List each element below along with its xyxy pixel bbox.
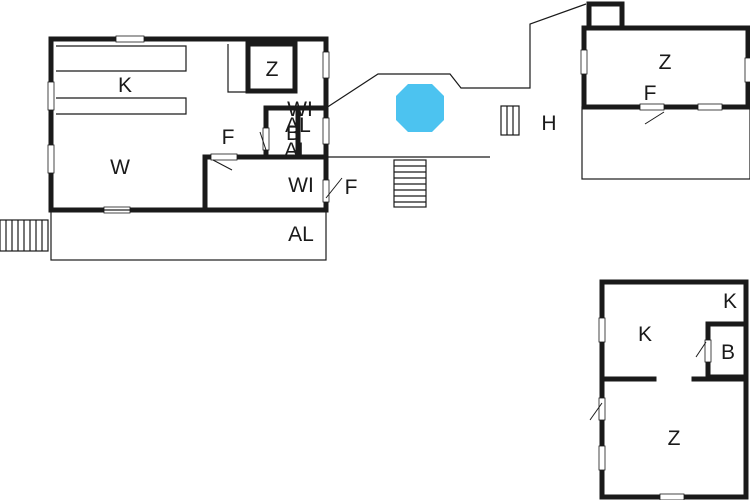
bath-door-swing xyxy=(259,131,267,151)
window-north xyxy=(115,35,145,43)
annex-window-east xyxy=(744,57,750,83)
annex: Z F xyxy=(580,1,750,180)
entry-door-swing xyxy=(325,177,343,199)
window-east-lower xyxy=(322,117,330,145)
bath-door-gap xyxy=(262,127,270,151)
label-main-toilet-lower: WI xyxy=(288,174,314,197)
label-main-living: W xyxy=(110,156,130,179)
cabin-entry-door-gap xyxy=(598,397,606,421)
annex-window-south xyxy=(697,103,723,111)
hall-door-swing xyxy=(212,159,233,171)
label-annex-hall: F xyxy=(644,82,657,105)
hall-partition xyxy=(202,154,329,210)
cabin-window-south xyxy=(659,493,685,500)
cabin-outer-wall xyxy=(599,279,749,500)
window-east-upper xyxy=(322,51,330,79)
label-main-utility-lower: AL xyxy=(284,139,310,162)
label-terrace: H xyxy=(541,112,556,135)
cabin: K K B Z xyxy=(589,279,749,500)
entry-door-gap xyxy=(322,179,330,203)
covered-porch: AL xyxy=(0,209,327,261)
cabin-window-west-lower xyxy=(598,445,606,471)
cabin-bath-door-swing xyxy=(695,341,707,358)
label-main-bedroom: Z xyxy=(266,58,279,81)
label-main-bath: B xyxy=(286,122,300,145)
label-cabin-bath: B xyxy=(721,341,735,364)
annex-door-gap xyxy=(639,103,665,111)
label-main-entry: F xyxy=(345,176,358,199)
label-cabin-kitchen-small: K xyxy=(723,290,737,313)
kitchen-counter-lower xyxy=(56,97,187,115)
cabin-bath-door-gap xyxy=(704,339,712,363)
label-cabin-bedroom: Z xyxy=(668,427,681,450)
label-covered-porch: AL xyxy=(288,223,314,246)
hall-door-gap xyxy=(210,153,238,161)
annex-hall-outline xyxy=(581,106,750,180)
annex-window-west xyxy=(580,49,588,75)
label-main-utility-upper: AL xyxy=(285,114,311,137)
label-cabin-kitchen: K xyxy=(638,323,652,346)
wardrobe-outline xyxy=(227,44,246,93)
terrace-outline xyxy=(325,3,587,109)
terrace: H xyxy=(325,3,587,208)
annex-door-swing xyxy=(644,111,665,125)
pool xyxy=(396,84,444,132)
label-annex-bedroom: Z xyxy=(659,51,672,74)
main-house: K W F Z WI AL B AL WI F xyxy=(47,35,358,214)
annex-chimney xyxy=(586,1,625,31)
cabin-entry-door-swing xyxy=(589,402,603,421)
terrace-steps xyxy=(394,165,426,203)
cabin-window-west-upper xyxy=(598,317,606,343)
window-west-upper xyxy=(47,81,55,111)
main-bedroom-walls xyxy=(245,41,298,94)
terrace-furniture xyxy=(500,105,520,136)
porch-steps xyxy=(5,220,43,251)
label-main-toilet-upper: WI xyxy=(287,98,313,121)
porch-outline xyxy=(50,209,327,261)
kitchen-counter-upper xyxy=(56,45,187,72)
label-main-hall: F xyxy=(222,126,235,149)
label-main-kitchen: K xyxy=(118,74,132,97)
window-west-lower xyxy=(47,144,55,174)
